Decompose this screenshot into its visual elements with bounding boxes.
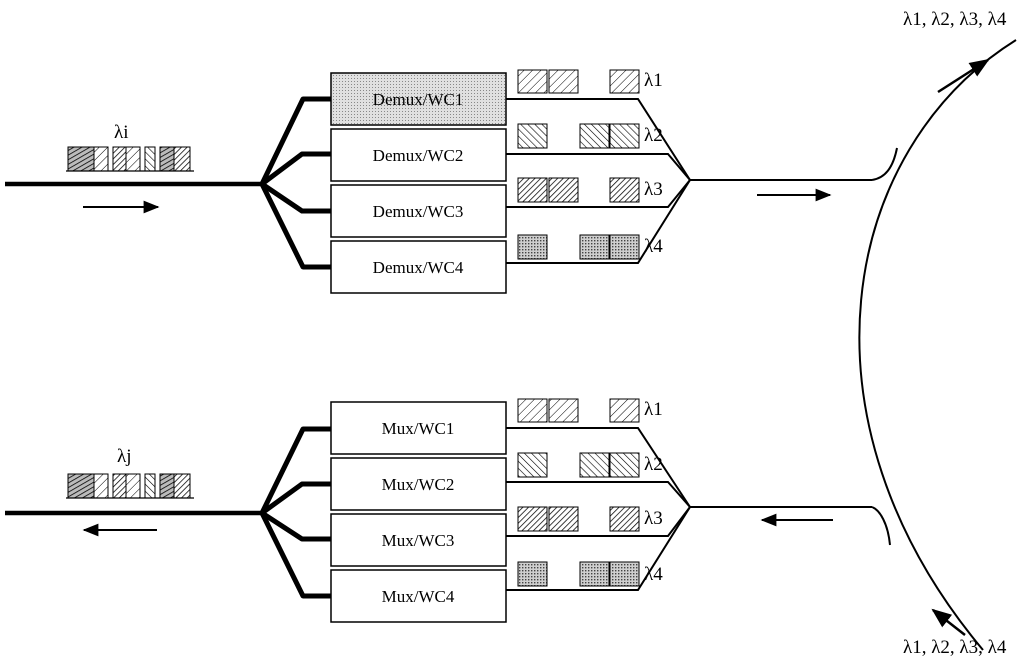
top-coupler [871,147,898,181]
mux-wc3-label: Mux/WC3 [382,531,455,550]
demux-channel-4-signal [517,234,640,260]
mux-wc2-box [330,457,507,511]
mux-lambda-4-label: λ4 [644,564,663,585]
demux-combiner [506,98,691,264]
demux-lambda-3-label: λ3 [644,179,663,200]
mux-section: λj Mux/WC1 Mux/WC2 Mux/WC3 Mux/WC4 [5,398,872,623]
mux-lambda-3-label: λ3 [644,508,663,529]
ring-network: λ1, λ2, λ3, λ4 λ1, λ2, λ3, λ4 [858,9,1017,658]
bottom-coupler [871,506,891,546]
bottom-output-signal [66,473,194,499]
mux-channel-3-signal [517,506,640,532]
demux-wc4-label: Demux/WC4 [373,258,464,277]
mux-channel-4-signal [517,561,640,587]
demux-channel-1-signal [517,69,640,94]
demux-lambda-4-label: λ4 [644,236,663,257]
mux-lambda-2-label: λ2 [644,454,663,475]
mux-lambda-1-label: λ1 [644,399,663,420]
demux-wc2-box [330,128,507,182]
demux-splitter [259,96,331,270]
top-input-signal [66,146,194,172]
ring-bottom-label: λ1, λ2, λ3, λ4 [903,637,1007,658]
mux-wc1-box [330,401,507,455]
demux-channel-3-signal [517,177,640,203]
bottom-output-wavelength-label: λj [117,446,132,467]
ring-top-label: λ1, λ2, λ3, λ4 [903,9,1007,30]
ring-top-arrow [937,58,990,94]
ring-bottom-arrow [931,608,966,636]
demux-channel-2-signal [517,123,640,149]
mux-splitter [259,426,331,599]
mux-wc4-box [330,569,507,623]
top-input-wavelength-label: λi [114,122,129,143]
mux-wc1-label: Mux/WC1 [382,419,455,438]
mux-wc3-box [330,513,507,567]
demux-wc4-box [330,240,507,294]
demux-lambda-2-label: λ2 [644,125,663,146]
demux-lambda-1-label: λ1 [644,70,663,91]
demux-wc1-label: Demux/WC1 [373,90,464,109]
mux-wc2-label: Mux/WC2 [382,475,455,494]
demux-wc2-label: Demux/WC2 [373,146,464,165]
mux-wc4-label: Mux/WC4 [382,587,455,606]
ring-arc [858,39,1017,651]
mux-channel-2-signal [517,452,640,478]
demux-wc1-box [330,72,507,126]
demux-wc3-label: Demux/WC3 [373,202,464,221]
mux-combiner [506,427,691,591]
demux-section: λi Demux/WC1 Demux/WC2 Demux/WC3 Demux/W… [5,69,872,294]
mux-channel-1-signal [517,398,640,423]
demux-wc3-box [330,184,507,238]
